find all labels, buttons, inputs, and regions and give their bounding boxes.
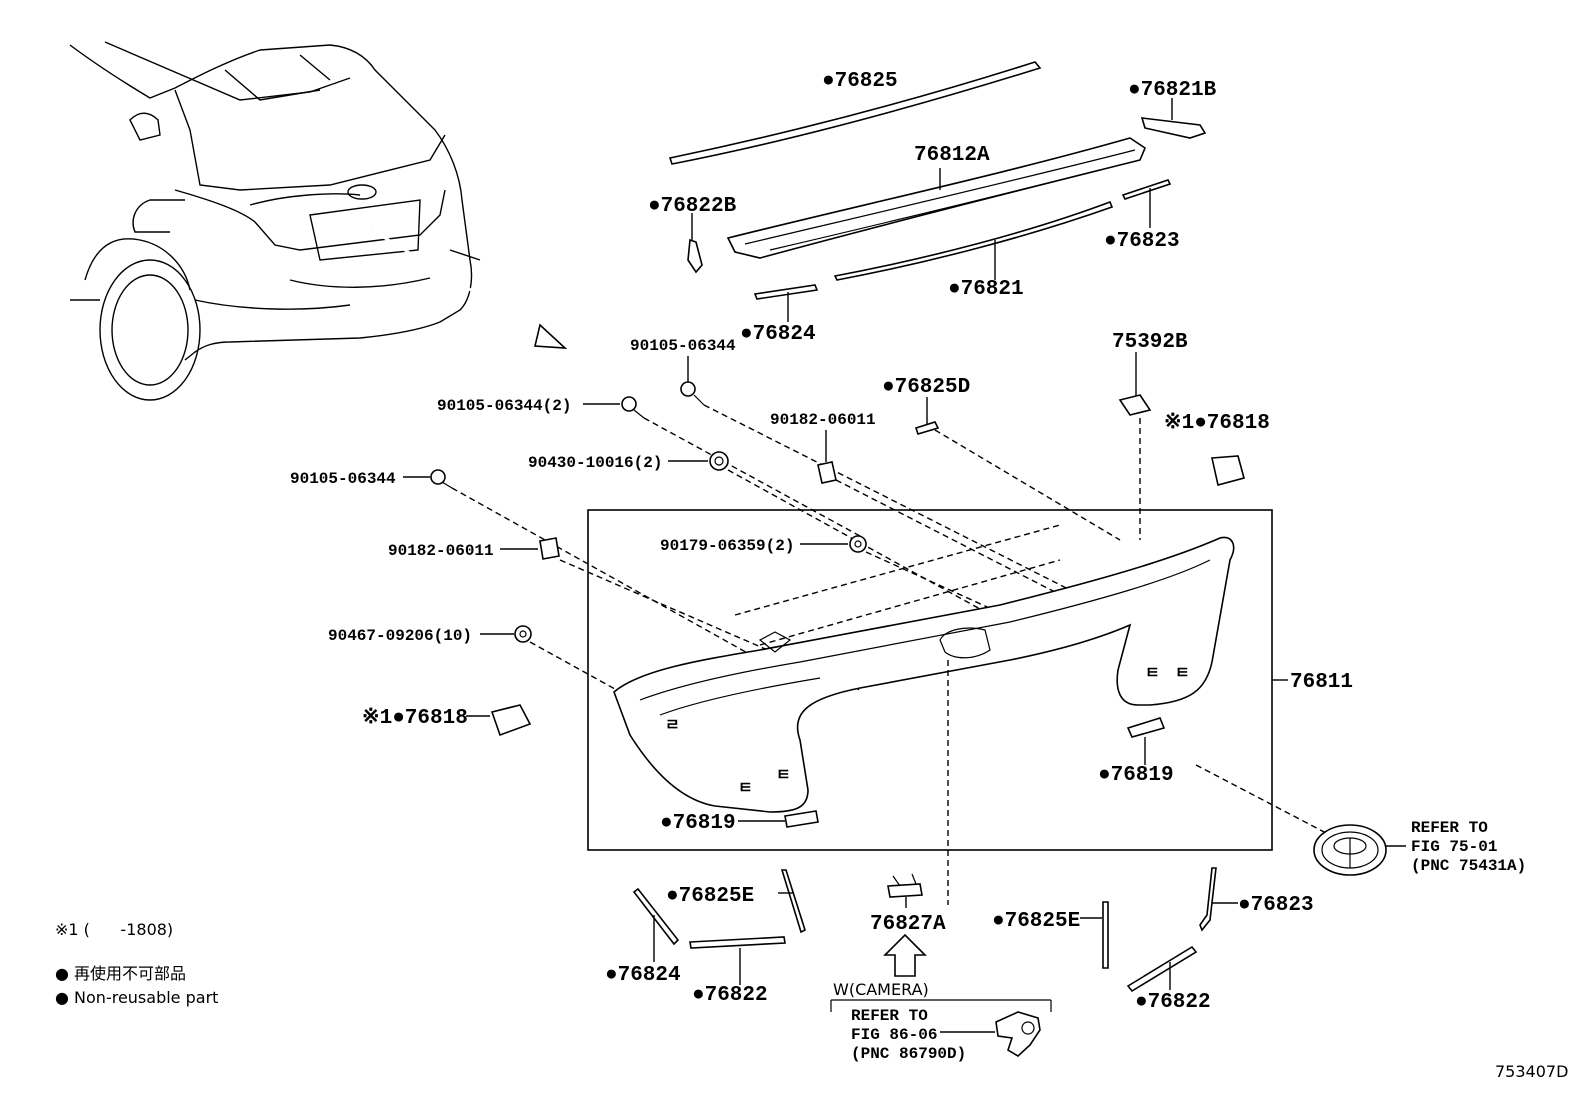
callout-76824-bottom: ●76824 (605, 964, 681, 987)
spoiler-76812a (726, 137, 1146, 259)
callout-90430-10016: 90430-10016(2) (528, 454, 662, 472)
svg-text:ㅌ: ㅌ (1175, 665, 1190, 683)
camera-condition: W(CAMERA) (833, 980, 929, 999)
lower-parts (632, 867, 1238, 1057)
callout-76823-top: ●76823 (1104, 230, 1180, 253)
svg-text:ㅌ: ㅌ (1145, 665, 1160, 683)
callout-76822-bottom-right: ●76822 (1135, 991, 1211, 1014)
callout-76825e-left: ●76825E (666, 885, 754, 908)
callout-90105-06344-2: 90105-06344(2) (437, 397, 571, 415)
pad-76818-left (490, 704, 532, 737)
callout-76825e-right: ●76825E (992, 910, 1080, 933)
legend-non-reusable-en: ● Non-reusable part (55, 988, 218, 1007)
strip-76824-top (753, 284, 819, 300)
clip-76821b (1140, 117, 1207, 139)
footnote-1: ※1 ( -1808) (55, 920, 173, 939)
callout-76822-bottom-left: ●76822 (692, 984, 768, 1007)
strip-76825 (668, 61, 1042, 165)
callout-90105-06344-left: 90105-06344 (290, 470, 396, 488)
legend-non-reusable-jp: ● 再使用不可部品 (55, 964, 186, 983)
garnish-76811: ㄹ ㅌ ㅌ ㅌ ㅌ (613, 524, 1235, 905)
callout-76818-left: ※1●76818 (362, 706, 468, 730)
callout-90467-09206: 90467-09206(10) (328, 627, 472, 645)
refer-camera-line1: REFER TO (851, 1007, 928, 1025)
strip-76819-left (784, 810, 819, 828)
refer-emblem-line3: (PNC 75431A) (1411, 857, 1526, 875)
callout-76825d: ●76825D (882, 376, 970, 399)
camera-unit (995, 1011, 1041, 1057)
callout-90182-06011-left: 90182-06011 (388, 542, 494, 560)
upper-parts (668, 61, 1207, 322)
diagram-id: 753407D (1495, 1062, 1568, 1081)
refer-emblem-line1: REFER TO (1411, 819, 1488, 837)
callout-90179-06359: 90179-06359(2) (660, 537, 794, 555)
callout-76824-top: ●76824 (740, 323, 816, 346)
svg-text:ㄹ: ㄹ (665, 717, 680, 735)
callout-76825: ●76825 (822, 70, 898, 93)
callout-76812a: 76812A (914, 144, 990, 167)
callout-76821b: ●76821B (1128, 79, 1217, 102)
callout-76819-right: ●76819 (1098, 764, 1174, 787)
refer-emblem-line2: FIG 75-01 (1411, 838, 1497, 856)
callout-76827a: 76827A (870, 913, 946, 936)
callout-76818-right: ※1●76818 (1164, 411, 1270, 435)
refer-camera-line3: (PNC 86790D) (851, 1045, 966, 1063)
callout-labels: ●76825 ●76821B 76812A ●76822B ●76823 ●76… (55, 70, 1568, 1081)
emblem-logo (1313, 824, 1406, 876)
callout-76822b: ●76822B (648, 195, 737, 218)
callout-76821: ●76821 (948, 278, 1024, 301)
strip-76821 (833, 200, 1114, 281)
callout-75392b: 75392B (1112, 331, 1188, 354)
fasteners (403, 352, 1245, 737)
clip-76822b (687, 238, 703, 274)
callout-90182-06011-top: 90182-06011 (770, 411, 876, 429)
strip-76823-top (1121, 179, 1172, 200)
vehicle-rear-illustration (69, 41, 568, 401)
pad-76818-right (1211, 455, 1245, 486)
strip-76819-right (1126, 717, 1166, 738)
callout-90105-06344-top: 90105-06344 (630, 337, 736, 355)
svg-text:ㅌ: ㅌ (738, 780, 753, 798)
svg-text:ㅌ: ㅌ (776, 767, 791, 785)
callout-76811: 76811 (1290, 671, 1353, 694)
callout-76823-bottom: ●76823 (1238, 894, 1314, 917)
callout-76819-left: ●76819 (660, 812, 736, 835)
refer-camera-line2: FIG 86-06 (851, 1026, 937, 1044)
